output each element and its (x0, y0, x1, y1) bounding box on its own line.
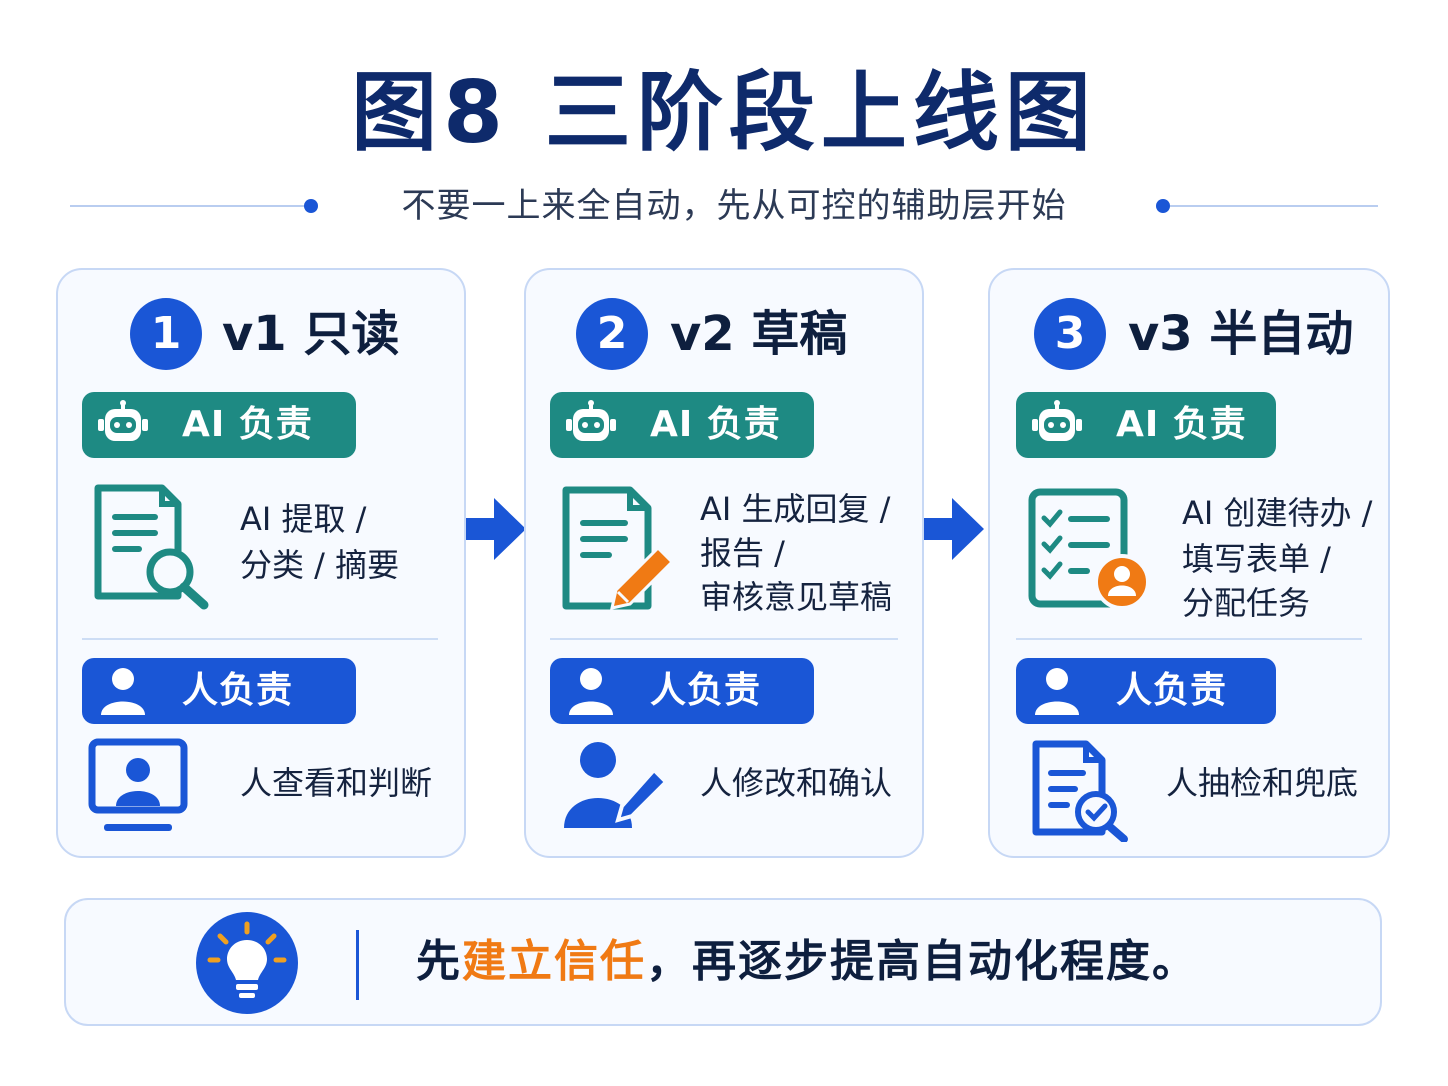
human-responsible-label: 人负责 (650, 670, 762, 711)
monitor-user-icon (88, 738, 188, 831)
stage-header: 3 v3 半自动 (990, 298, 1388, 378)
ai-desc-line: 审核意见草稿 (700, 578, 893, 616)
subtitle-dot-right (1156, 199, 1170, 213)
stage-number-badge: 3 (1034, 298, 1106, 370)
human-desc: 人抽检和兜底 (1166, 764, 1359, 802)
lightbulb-icon (207, 921, 287, 998)
human-responsible-pill: 人负责 (550, 658, 814, 724)
stage-title: v2 草稿 (670, 306, 848, 362)
checklist-user-icon (1028, 488, 1150, 610)
ai-responsible-label: AI 负责 (182, 404, 313, 445)
stage-card-v2: 2 v2 草稿 AI 负责 AI 生成回复 / 报告 / 审核意见草稿 人负责 (524, 268, 924, 858)
document-search-icon (94, 484, 209, 610)
user-pencil-icon (564, 742, 669, 828)
ai-desc-line: 分类 / 摘要 (240, 546, 400, 584)
stage-card-v1: 1 v1 只读 AI 负责 AI 提取 / 分类 / 摘要 人负责 (56, 268, 466, 858)
stage-title: v1 只读 (222, 306, 400, 362)
subtitle-dot-left (304, 199, 318, 213)
user-icon (101, 668, 145, 715)
human-responsible-pill: 人负责 (82, 658, 356, 724)
ai-responsible-label: AI 负责 (1116, 404, 1247, 445)
ai-desc-line: AI 生成回复 / (700, 490, 891, 528)
ai-desc-line: 分配任务 (1182, 584, 1311, 622)
subtitle: 不要一上来全自动，先从可控的辅助层开始 (401, 186, 1067, 226)
arrow-right-icon (924, 498, 984, 560)
subtitle-line-right (1170, 205, 1378, 207)
takeaway-banner: 先建立信任，再逐步提高自动化程度。 (64, 898, 1382, 1026)
stage-number-badge: 1 (130, 298, 202, 370)
page-title: 图8 三阶段上线图 (351, 63, 1097, 163)
banner-separator (356, 930, 359, 1000)
card-divider (1016, 638, 1362, 640)
human-responsible-label: 人负责 (182, 670, 294, 711)
banner-text: 先建立信任，再逐步提高自动化程度。 (416, 900, 1198, 1024)
arrow-right-icon (466, 498, 526, 560)
banner-suffix: ，再逐步提高自动化程度。 (646, 936, 1198, 987)
lightbulb-icon-badge (196, 912, 298, 1014)
ai-desc-line: AI 提取 / (240, 500, 367, 538)
stage-header: 1 v1 只读 (58, 298, 464, 378)
user-icon (569, 668, 613, 715)
ai-desc-line: AI 创建待办 / (1182, 494, 1373, 532)
document-check-icon (1032, 740, 1128, 842)
human-desc: 人查看和判断 (240, 764, 433, 802)
ai-desc-line: 报告 / (700, 534, 785, 572)
document-pencil-icon (562, 486, 675, 610)
stage-title: v3 半自动 (1128, 306, 1354, 362)
stage-header: 2 v2 草稿 (526, 298, 922, 378)
subtitle-row: 不要一上来全自动，先从可控的辅助层开始 (0, 180, 1448, 232)
ai-desc-line: 填写表单 / (1182, 540, 1331, 578)
ai-responsible-label: AI 负责 (650, 404, 781, 445)
ai-responsible-pill: AI 负责 (550, 392, 814, 458)
robot-icon (98, 400, 148, 441)
card-divider (82, 638, 438, 640)
user-icon (1035, 668, 1079, 715)
human-responsible-pill: 人负责 (1016, 658, 1276, 724)
banner-highlight: 建立信任 (462, 936, 646, 987)
subtitle-line-left (70, 205, 310, 207)
stage-card-v3: 3 v3 半自动 AI 负责 AI 创建待办 / 填写表单 / 分配任务 人负责 (988, 268, 1390, 858)
banner-prefix: 先 (416, 936, 462, 987)
human-responsible-label: 人负责 (1116, 670, 1228, 711)
human-desc: 人修改和确认 (700, 764, 893, 802)
card-divider (550, 638, 898, 640)
robot-icon (1032, 400, 1082, 441)
ai-responsible-pill: AI 负责 (82, 392, 356, 458)
robot-icon (566, 400, 616, 441)
ai-responsible-pill: AI 负责 (1016, 392, 1276, 458)
stage-number-badge: 2 (576, 298, 648, 370)
